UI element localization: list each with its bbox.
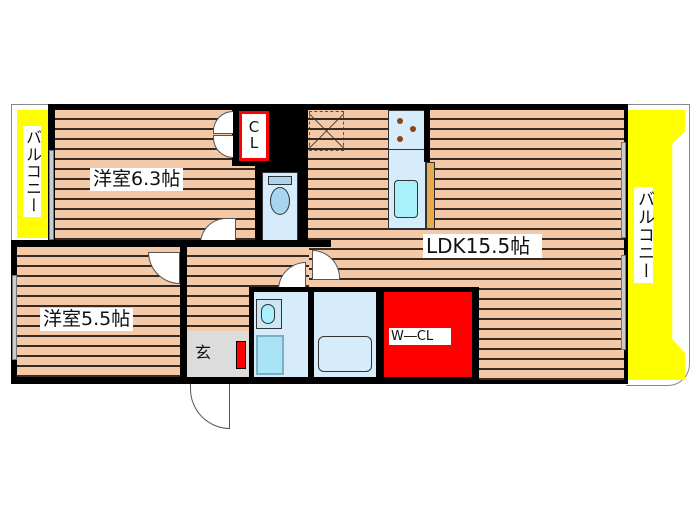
closet: C L: [239, 111, 269, 161]
shoe-cabinet: [236, 341, 246, 369]
kitchen-bar-counter: [426, 162, 435, 229]
storage-hatch: [309, 111, 344, 151]
washing-machine-space: [256, 335, 284, 375]
kitchen-divider: [388, 149, 426, 150]
balcony-right-label: バルコニー: [634, 187, 654, 283]
kitchen-sink: [394, 180, 418, 218]
stove-burner-icon: [397, 118, 403, 124]
washbasin-bowl: [261, 304, 275, 324]
toilet-wall: [300, 110, 308, 242]
hallway: [187, 247, 249, 331]
entrance-door[interactable]: [190, 384, 230, 429]
interior-wall: [180, 247, 187, 384]
window: [49, 150, 54, 240]
closet-label-l: L: [249, 134, 259, 152]
toilet-bowl: [270, 187, 290, 215]
ldk-label: LDK15.5帖: [423, 234, 543, 258]
toilet-tank: [268, 176, 292, 185]
stove-burner-icon: [410, 126, 416, 132]
interior-wall: [11, 240, 331, 247]
western-room-5-5-label: 洋室5.5帖: [40, 308, 134, 331]
bathtub: [318, 336, 372, 372]
balcony-left: バルコニー: [17, 110, 48, 238]
window: [621, 142, 626, 238]
window: [12, 275, 17, 360]
closet-label-c: C: [248, 118, 260, 137]
window: [621, 255, 626, 350]
kitchen-wall: [424, 110, 430, 162]
walk-in-closet-label: W―CL: [389, 328, 452, 345]
stove-burner-icon: [397, 136, 403, 142]
entrance-label: 玄: [195, 343, 212, 362]
balcony-left-label: バルコニー: [23, 126, 42, 217]
western-room-6-3-label: 洋室6.3帖: [90, 168, 184, 191]
